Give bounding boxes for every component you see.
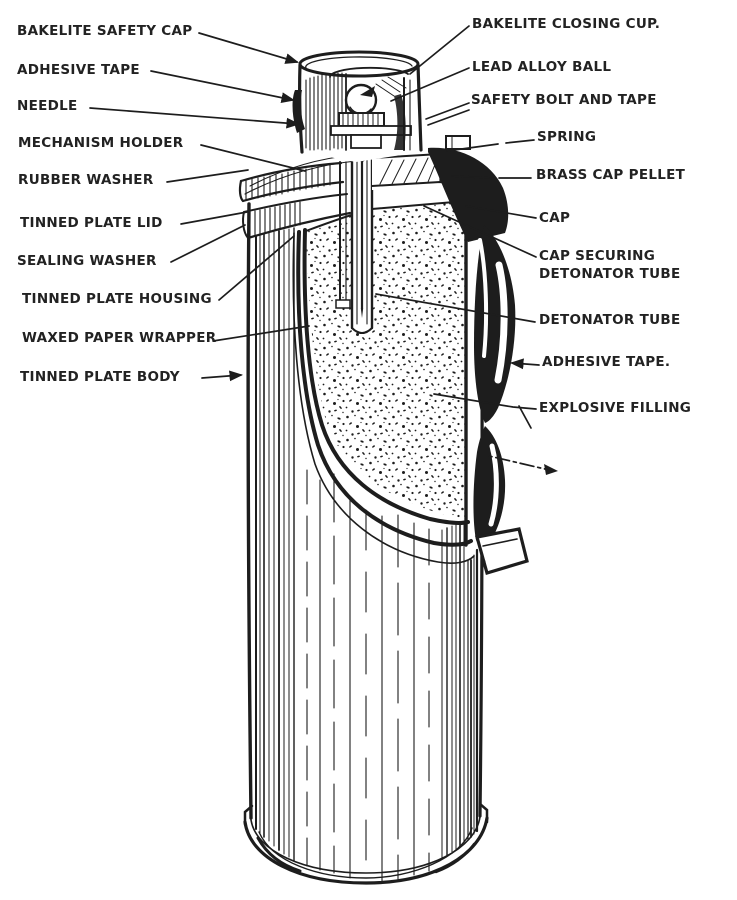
label-mechanism-holder: MECHANISM HOLDER [18,135,184,151]
leader-lines [89,25,558,475]
label-needle: NEEDLE [17,98,78,114]
leader-tinned-plate-lid [180,211,248,225]
leader-tinned-plate-housing [218,235,295,301]
label-rubber-washer: RUBBER WASHER [18,172,154,188]
leader-cap-securing [423,205,537,258]
leader-rubber-washer [166,169,249,183]
label-lead-alloy-ball: LEAD ALLOY BALL [472,59,612,75]
leader-adhesive-tape-left [150,70,295,104]
needle-point [360,308,364,318]
leader-cap [465,205,537,219]
leader-safety-bolt-2 [427,109,470,126]
label-tinned-plate-body: TINNED PLATE BODY [20,369,180,385]
leader-tinned-plate-body [201,370,244,382]
closing-cup-rim [329,66,409,78]
tape-ribbon [428,147,529,576]
label-cap-securing-detonator-tube: CAP SECURING DETONATOR TUBE [539,248,681,282]
leader-adhesive-tape-right [509,358,540,370]
leader-lead-alloy-ball [390,67,470,102]
label-tinned-plate-housing: TINNED PLATE HOUSING [22,291,212,307]
leader-tape-end [488,455,546,470]
leader-needle [89,107,301,129]
leader-detonator-tube [375,293,536,323]
label-explosive-filling: EXPLOSIVE FILLING [539,400,692,416]
safety-bolt [445,135,471,150]
label-bakelite-closing-cup: BAKELITE CLOSING CUP. [472,16,661,32]
leader-bakelite-safety-cap [198,32,299,64]
label-bakelite-safety-cap: BAKELITE SAFETY CAP [17,23,193,39]
leader-spring [446,139,535,152]
label-adhesive-tape-right: ADHESIVE TAPE. [542,354,671,370]
tape-end-tab [474,527,529,576]
label-sealing-washer: SEALING WASHER [17,253,157,269]
body-stripes-right [441,520,479,859]
body-stripes-left [255,227,295,862]
label-adhesive-tape-left: ADHESIVE TAPE [17,62,140,78]
leader-bakelite-closing-cup [409,25,470,75]
body-left-edge [246,202,253,820]
label-cap: CAP [539,210,571,226]
leader-mechanism-holder [200,144,306,172]
label-brass-cap-pellet: BRASS CAP PELLET [536,167,686,183]
label-tinned-plate-lid: TINNED PLATE LID [20,215,163,231]
leader-safety-bolt-1 [425,102,470,120]
leader-explosive-filling [433,393,537,410]
leader-brass-cap-pellet [451,175,532,179]
body-cylinder [246,202,484,882]
leader-sealing-washer [170,224,246,263]
label-safety-bolt-and-tape: SAFETY BOLT AND TAPE [471,92,657,108]
body-stripes-middle [306,469,430,882]
shoulder-assembly [238,154,357,240]
leader-waxed-paper-wrapper [212,325,310,342]
lid-rim-ribs [245,164,331,201]
label-spring: SPRING [537,129,597,145]
label-waxed-paper-wrapper: WAXED PAPER WRAPPER [22,330,217,346]
safety-cap-drawing [292,45,471,162]
mechanism-collar [338,112,385,127]
label-detonator-tube: DETONATOR TUBE [539,312,681,328]
bottom-rim [243,802,489,885]
sealing-washer-ribs [249,201,301,238]
